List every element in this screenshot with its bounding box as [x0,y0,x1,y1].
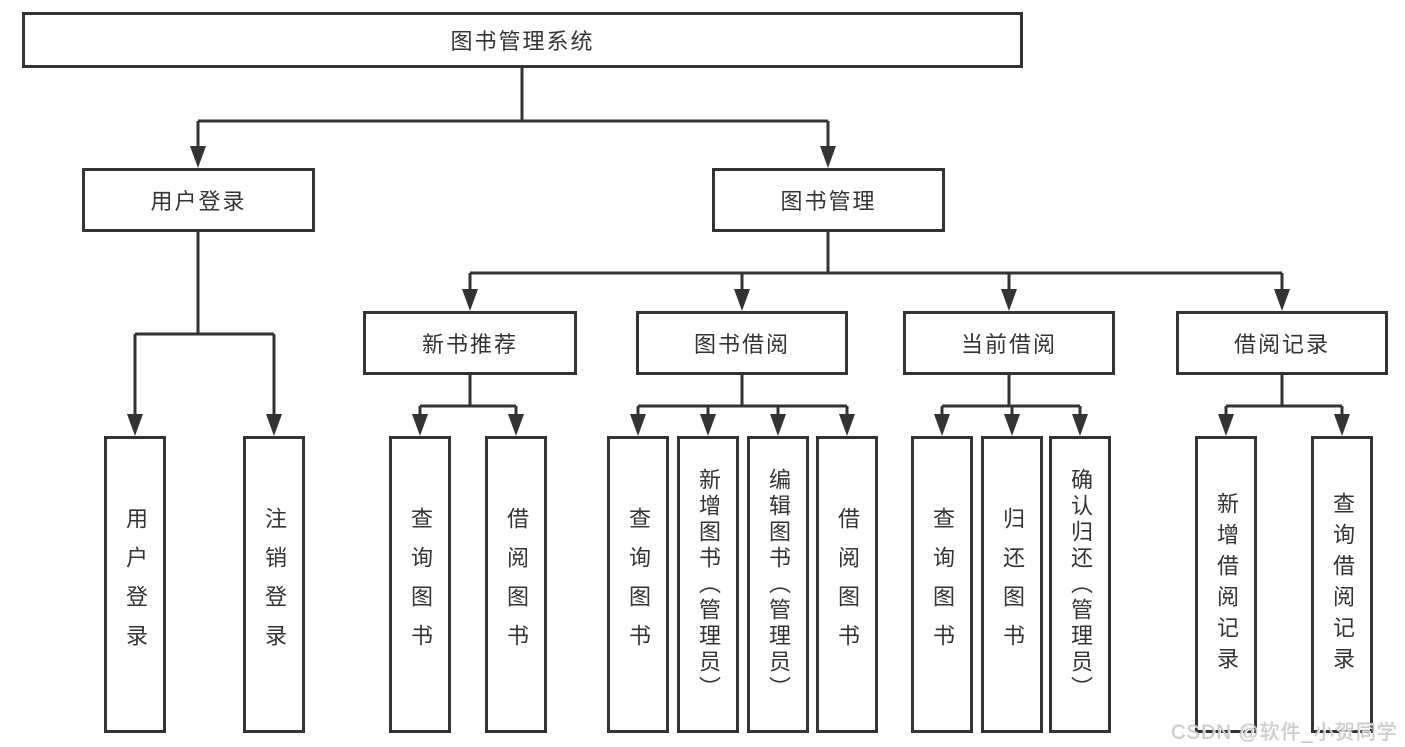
node-borrow-record: 借阅记录 [1176,311,1388,375]
node-book-borrow-label: 图书借阅 [693,332,790,357]
leaf-edit-book-admin-label: 编辑图书（管理员） [766,467,791,702]
node-new-book-recommend-label: 新书推荐 [421,332,518,357]
leaf-query-books-borrow: 查询图书 [607,436,669,733]
leaf-add-borrow-record: 新增借阅记录 [1195,436,1257,733]
leaf-borrow-books-recommend: 借阅图书 [485,436,547,733]
leaf-query-books-recommend: 查询图书 [389,436,451,733]
node-book-borrow: 图书借阅 [636,311,848,375]
leaf-logout: 注销登录 [243,436,305,733]
node-root: 图书管理系统 [22,12,1023,68]
leaf-borrow-books: 借阅图书 [816,436,878,733]
leaf-add-book-admin-label: 新增图书（管理员） [696,467,721,702]
leaf-query-borrow-record: 查询借阅记录 [1311,436,1373,733]
node-book-management: 图书管理 [712,168,945,232]
leaf-query-books-recommend-label: 查询图书 [408,506,433,663]
leaf-return-book-label: 归还图书 [1000,506,1025,663]
leaf-query-borrow-record-label: 查询借阅记录 [1330,491,1355,678]
node-user-login: 用户登录 [82,168,315,232]
leaf-return-book: 归还图书 [981,436,1043,733]
leaf-add-borrow-record-label: 新增借阅记录 [1214,491,1239,678]
leaf-query-books-current: 查询图书 [911,436,973,733]
leaf-user-login-label: 用户登录 [123,506,148,663]
leaf-user-login: 用户登录 [104,436,166,733]
node-borrow-record-label: 借阅记录 [1233,332,1330,357]
leaf-confirm-return-admin-label: 确认归还（管理员） [1068,467,1093,702]
leaf-query-books-current-label: 查询图书 [930,506,955,663]
leaf-borrow-books-label: 借阅图书 [835,506,860,663]
leaf-logout-label: 注销登录 [262,506,287,663]
node-user-login-label: 用户登录 [150,189,247,214]
node-new-book-recommend: 新书推荐 [363,311,577,375]
node-root-label: 图书管理系统 [450,29,595,54]
leaf-query-books-borrow-label: 查询图书 [626,506,651,663]
leaf-confirm-return-admin: 确认归还（管理员） [1049,436,1111,733]
csdn-watermark: CSDN @软件_小贺同学 [1171,722,1398,744]
leaf-add-book-admin: 新增图书（管理员） [677,436,739,733]
node-current-borrow-label: 当前借阅 [960,332,1057,357]
arrowheads [127,146,1350,436]
leaf-borrow-books-recommend-label: 借阅图书 [504,506,529,663]
node-book-management-label: 图书管理 [780,189,877,214]
leaf-edit-book-admin: 编辑图书（管理员） [747,436,809,733]
node-current-borrow: 当前借阅 [903,311,1115,375]
